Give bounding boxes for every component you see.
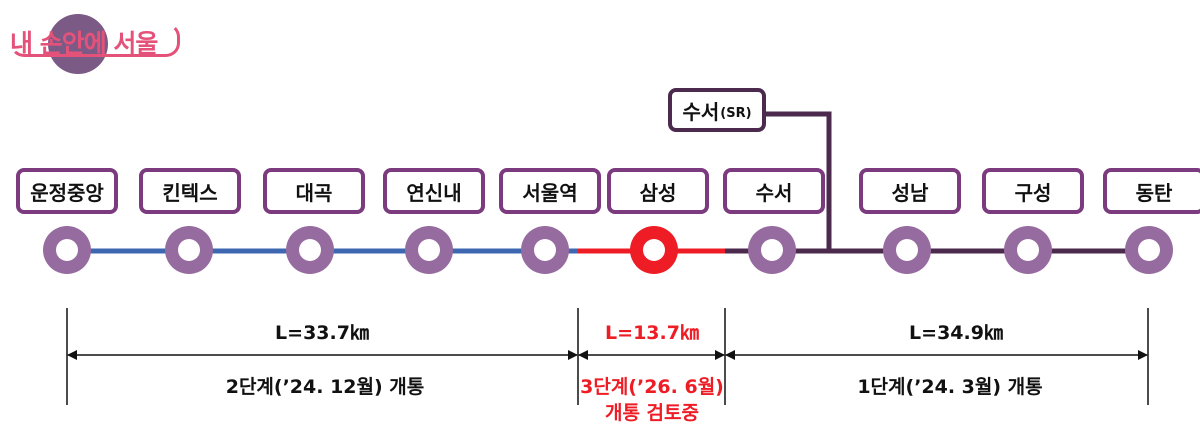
section-right-length: L=34.9㎞ <box>909 322 1003 344</box>
station-box-seoul-station: 서울역 <box>499 168 601 214</box>
station-name: 수서 <box>682 99 720 124</box>
station-node <box>1004 226 1052 274</box>
logo-text: 내 손안에 서울 <box>10 29 158 58</box>
station-node <box>521 226 569 274</box>
station-box-suseo: 수서 <box>723 168 825 214</box>
station-node <box>165 226 213 274</box>
station-node <box>883 226 931 274</box>
station-suffix: (SR) <box>720 105 752 121</box>
logo-ring <box>10 23 180 57</box>
station-box-kintex: 킨텍스 <box>139 168 241 214</box>
station-box-dongtan: 동탄 <box>1103 168 1200 214</box>
station-node <box>405 226 453 274</box>
station-box-guseong: 구성 <box>982 168 1084 214</box>
section-right-status: 1단계(’24. 3월) 개통 <box>857 376 1043 398</box>
station-node <box>1125 226 1173 274</box>
section-middle-length: L=13.7㎞ <box>605 322 699 344</box>
section-left-length: L=33.7㎞ <box>275 322 369 344</box>
station-node <box>286 226 334 274</box>
station-box-unjeong: 운정중앙 <box>16 168 118 214</box>
section-middle-status-line2: 개통 검토중 <box>604 402 699 424</box>
station-node <box>43 226 91 274</box>
station-box-suseo-sr: 수서(SR) <box>668 88 766 132</box>
station-box-yeonsinnae: 연신내 <box>383 168 485 214</box>
section-left-status: 2단계(’24. 12월) 개통 <box>225 376 425 398</box>
station-node-highlight <box>630 226 678 274</box>
section-middle-status-line1: 3단계(’26. 6월) <box>580 376 724 398</box>
logo: 내 손안에 서울 <box>10 10 180 74</box>
station-box-seongnam: 성남 <box>859 168 961 214</box>
sr-branch-line <box>766 111 832 251</box>
station-box-daegok: 대곡 <box>263 168 365 214</box>
station-node <box>748 226 796 274</box>
station-box-samseong: 삼성 <box>607 168 709 214</box>
logo-circle <box>48 14 108 74</box>
